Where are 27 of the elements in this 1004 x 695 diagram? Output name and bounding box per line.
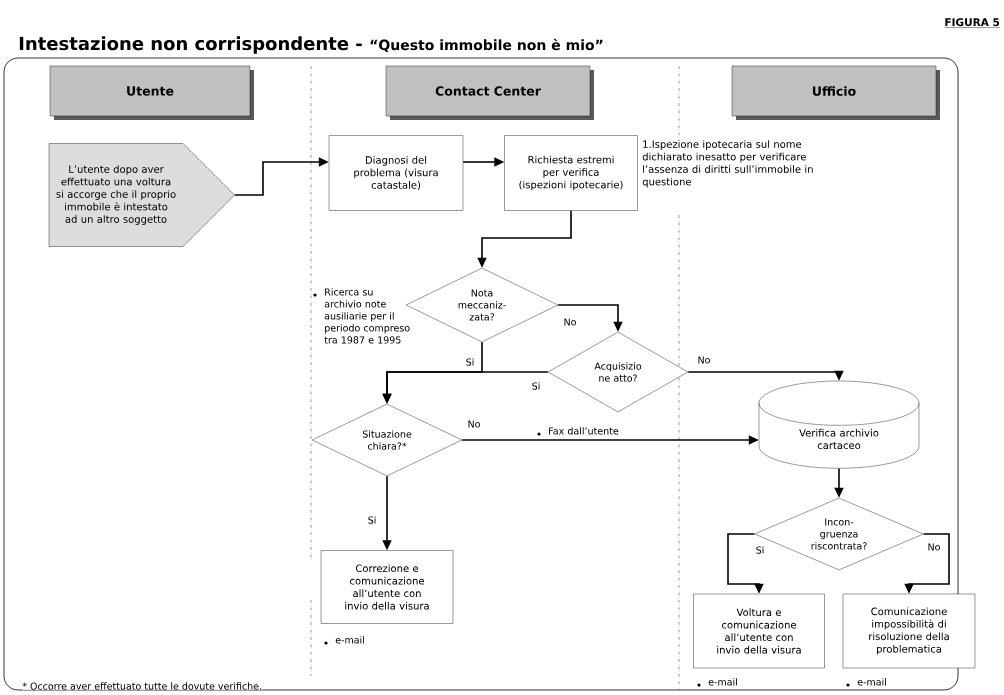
lane-header: Contact Center [385,65,594,120]
subtitle: “Questo immobile non è mio” [370,38,603,53]
edge-label: No [466,419,482,429]
note-text: e-mail [857,678,886,686]
edge-label: No [696,355,712,365]
edge-label: Si [464,357,476,367]
footnote: * Occorre aver effettuato tutte le dovute verifiche. [22,682,263,690]
process-box: Voltura e comunicazione all’utente con invio della visura [693,593,825,669]
title: Intestazione non corrispondente - [19,36,362,54]
archive-cylinder: Verifica archivio cartaceo [758,380,920,469]
lane-header: Utente [49,65,254,120]
note-text: e-mail [708,678,737,686]
note-text: 1.Ispezione ipotecaria sul nome dichiarato inesatto per verificare l’assenza di diritti sull’immobile in questione [642,140,813,188]
note-text: e-mail [335,636,364,644]
edge-label: Si [530,381,542,391]
process-box: Diagnosi del problema (visura catastale) [328,135,464,211]
lane-header: Ufficio [731,65,940,120]
start-pentagon: L’utente dopo aver effettuato una voltura si accorge che il proprio immobile è intestato ad un altro soggetto [48,143,235,247]
process-box: Correzione e comunicazione all’utente con invio della visura [320,550,454,624]
process-box: Richiesta estremi per verifica (ispezioni ipotecarie) [504,135,638,211]
figure-number: FIGURA 5 [944,18,1000,28]
edge-label: No [562,317,578,327]
note-text: Fax dall’utente [549,427,619,435]
edge-label: Si [754,545,766,555]
edge-label: No [926,542,942,552]
process-box: Comunicazione impossibilità di risoluzione della problematica [842,593,976,669]
edge-label: Si [366,515,378,525]
